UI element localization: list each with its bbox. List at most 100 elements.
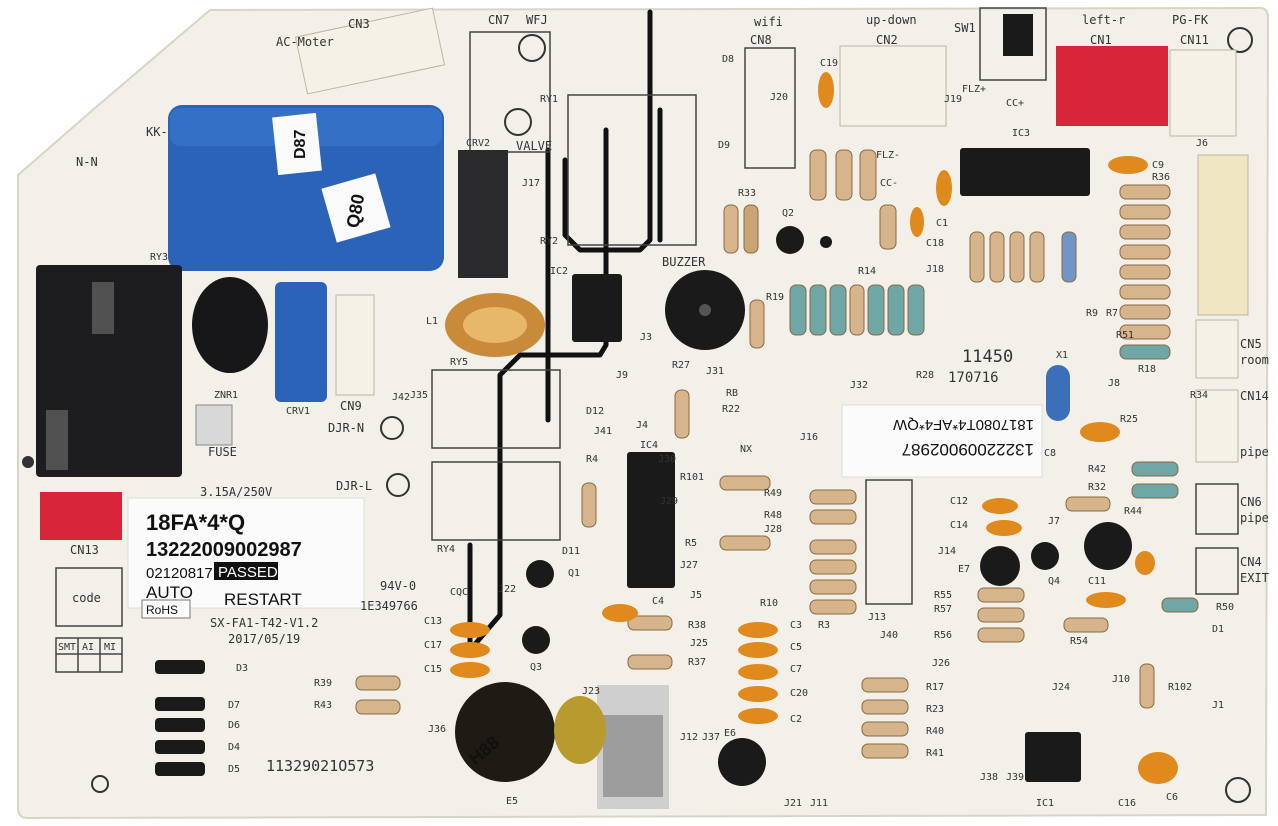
ref-r44: R44 <box>1124 506 1142 517</box>
label-wfj: WFJ <box>526 13 548 27</box>
ref-r23: R23 <box>926 704 944 715</box>
ref-j5: J5 <box>690 590 702 601</box>
ref-d6: D6 <box>228 720 240 731</box>
ref-d7: D7 <box>228 700 240 711</box>
board-date: 2017/05/19 <box>228 632 300 646</box>
label-cn2: CN2 <box>876 33 898 47</box>
ref-r28: R28 <box>916 370 934 381</box>
ref-d8: D8 <box>722 54 734 65</box>
connector-right-long <box>1197 154 1249 316</box>
ref-j41: J41 <box>594 426 612 437</box>
ref-c18: C18 <box>926 238 944 249</box>
connector-cn5 <box>1195 319 1239 379</box>
label-cn3: CN3 <box>348 17 370 31</box>
ref-ic4: IC4 <box>640 440 658 451</box>
ref-j6: J6 <box>1196 138 1208 149</box>
board-id: SX-FA1-T42-V1.2 <box>210 616 318 630</box>
mounting-holes <box>22 27 1253 803</box>
ref-j25: J25 <box>690 638 708 649</box>
label-djrn: DJR-N <box>328 421 364 435</box>
capacitor-yellow <box>554 696 606 764</box>
ref-j13: J13 <box>868 612 886 623</box>
label-djrl: DJR-L <box>336 479 372 493</box>
ref-d12: D12 <box>586 406 604 417</box>
ref-x1: X1 <box>1056 350 1068 361</box>
ic3-chip <box>960 148 1090 196</box>
ref-j31: J31 <box>706 366 724 377</box>
ref-r51: R51 <box>1116 330 1134 341</box>
ref-j28: J28 <box>764 524 782 535</box>
voltage-regulator <box>597 685 669 809</box>
ref-j4: J4 <box>636 420 648 431</box>
connector-mid <box>865 479 913 605</box>
ref-r17: R17 <box>926 682 944 693</box>
ref-r39: R39 <box>314 678 332 689</box>
ref-cc-: CC+ <box>1006 98 1024 109</box>
capacitor-e5 <box>455 682 555 782</box>
ref-r4: R4 <box>586 454 598 465</box>
ref-j38: J38 <box>980 772 998 783</box>
ref-r42: R42 <box>1088 464 1106 475</box>
ref-ic3: IC3 <box>1012 128 1030 139</box>
ref-j1: J1 <box>1212 700 1224 711</box>
board-lot: 170716 <box>948 370 999 386</box>
sticker-serial: 13222009002987 <box>146 539 302 561</box>
connector-cn1 <box>1056 46 1168 126</box>
ref-r3: R3 <box>818 620 830 631</box>
ref-j32: J32 <box>850 380 868 391</box>
ref-j35: J35 <box>410 390 428 401</box>
label-cn6: CN6 <box>1240 495 1262 509</box>
ref-d1: D1 <box>1212 624 1224 635</box>
ref-c11: C11 <box>1088 576 1106 587</box>
code-box: code <box>72 591 101 605</box>
ref-r18: R18 <box>1138 364 1156 375</box>
reference-designators: RY1RY2RY3RY4RY5IC1IC2IC3IC4CRV1CRV2ZNR1L… <box>150 54 1234 809</box>
ref-r36: R36 <box>1152 172 1170 183</box>
ref-j40: J40 <box>880 630 898 641</box>
buzzer <box>665 270 745 350</box>
switch-sw1 <box>1003 14 1033 56</box>
resistors <box>355 149 1199 759</box>
capacitor-e-q4 <box>1084 522 1132 570</box>
ref-r5: R5 <box>685 538 697 549</box>
ref-r49: R49 <box>764 488 782 499</box>
inductor-l1 <box>445 293 545 357</box>
ref-d4: D4 <box>228 742 240 753</box>
blue-relay-main <box>168 105 444 271</box>
ref-e7: E7 <box>958 564 970 575</box>
relay-outlines <box>55 7 1239 673</box>
ref-j12: J12 <box>680 732 698 743</box>
ref-j16: J16 <box>800 432 818 443</box>
ref-d11: D11 <box>562 546 580 557</box>
ref-r50: R50 <box>1216 602 1234 613</box>
connector-cn2 <box>839 45 947 127</box>
ic1-chip <box>1025 732 1081 782</box>
ref-c15: C15 <box>424 664 442 675</box>
ref-r34: R34 <box>1190 390 1208 401</box>
label-cn9: CN9 <box>340 399 362 413</box>
ref-j36: J36 <box>428 724 446 735</box>
ref-j30: J30 <box>658 454 676 465</box>
fuse-rating: 3.15A/250V <box>200 485 272 499</box>
sticker-mode: AUTO <box>146 583 193 602</box>
ref-r37: R37 <box>688 657 706 668</box>
label-cn5: CN5 <box>1240 337 1262 351</box>
board-number: 11329021O573 <box>266 757 374 775</box>
ref-j17: J17 <box>522 178 540 189</box>
board-cqc: CQC <box>450 587 468 598</box>
sticker-right-serial: 13222009002987 <box>902 440 1034 459</box>
sticker-right <box>841 404 1043 478</box>
ref-d5: D5 <box>228 764 240 775</box>
label-room: room <box>1240 353 1269 367</box>
ref-j42: J42 <box>392 392 410 403</box>
ref-znr1: ZNR1 <box>214 390 238 401</box>
black-relay-ry3 <box>36 265 182 477</box>
label-cn14: CN14 <box>1240 389 1269 403</box>
ref-c8: C8 <box>1044 448 1056 459</box>
ref-d3: D3 <box>236 663 248 674</box>
relay-label-d87: D87 <box>292 130 309 159</box>
ic4-chip <box>627 452 675 588</box>
connector-cn14 <box>1195 389 1239 463</box>
ceramic-capacitors <box>450 72 1178 784</box>
